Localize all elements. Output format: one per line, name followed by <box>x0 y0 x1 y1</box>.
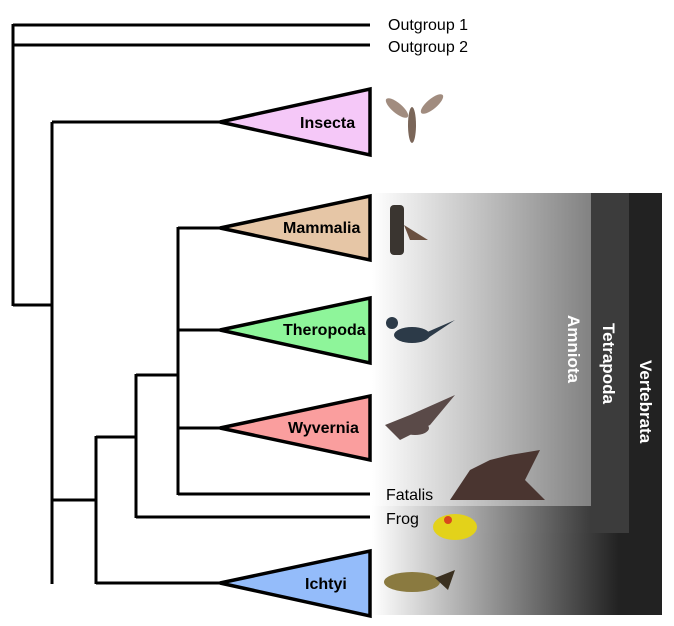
amniota-label: Amniota <box>564 315 583 384</box>
ichtyi-label: Ichtyi <box>305 576 347 593</box>
branches <box>11 23 370 585</box>
insect-illustration <box>385 94 444 143</box>
outgroup2-label: Outgroup 2 <box>388 39 468 56</box>
frog-label: Frog <box>386 511 419 528</box>
mammalia-label: Mammalia <box>283 220 360 237</box>
theropoda-label: Theropoda <box>283 322 366 339</box>
hunter-illustration <box>390 205 428 255</box>
wyvernia-label: Wyvernia <box>288 420 359 437</box>
theropoda-triangle[interactable] <box>219 295 372 366</box>
fatalis-label: Fatalis <box>386 487 433 504</box>
fish-illustration <box>384 570 455 592</box>
ichtyi-triangle[interactable] <box>219 548 372 619</box>
fatalis-illustration <box>450 450 545 500</box>
insecta-label: Insecta <box>300 115 355 132</box>
insecta-triangle[interactable] <box>219 86 372 158</box>
wyvern-illustration <box>385 395 455 440</box>
amniota-band <box>372 193 591 506</box>
vertebrata-label: Vertebrata <box>636 360 655 444</box>
frog-illustration <box>433 514 477 540</box>
outgroup1-label: Outgroup 1 <box>388 17 468 34</box>
tetrapoda-label: Tetrapoda <box>599 323 618 404</box>
mammalia-triangle[interactable] <box>219 193 372 263</box>
raptor-illustration <box>386 317 455 343</box>
wyvernia-triangle[interactable] <box>219 393 372 463</box>
